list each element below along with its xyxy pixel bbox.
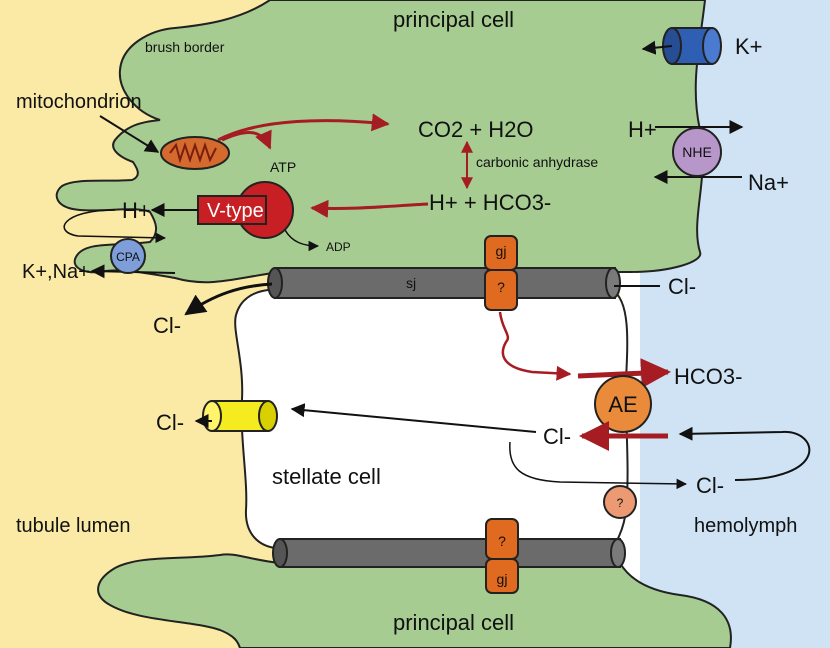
stellate-cell xyxy=(234,289,629,549)
k-channel xyxy=(662,27,722,65)
principal-cell-top-label: principal cell xyxy=(393,7,514,32)
hco3-efflux-arrow xyxy=(577,358,671,389)
hco3-minus-label: HCO3- xyxy=(674,364,742,389)
co2-h2o-label: CO2 + H2O xyxy=(418,117,534,142)
unknown-transporter-label: ? xyxy=(617,496,624,510)
carbonic-anhydrase-label: carbonic anhydrase xyxy=(476,154,598,170)
atp-label: ATP xyxy=(270,159,296,175)
hemolymph-label: hemolymph xyxy=(694,515,797,537)
gap-junction-top xyxy=(484,235,518,311)
h-recycle-arrow xyxy=(63,209,167,244)
stellate-cell-label: stellate cell xyxy=(272,464,381,489)
cl-minus-stellate: Cl- xyxy=(543,424,571,449)
adp-label: ADP xyxy=(326,240,351,254)
cl-minus-lumen-top: Cl- xyxy=(153,313,181,338)
nhe-transporter xyxy=(672,127,722,177)
mito-to-atp-arrow xyxy=(221,129,272,150)
h-plus-nhe-label: H+ xyxy=(628,117,657,142)
sj-label: sj xyxy=(406,275,416,291)
h-plus-pump-label: H+ xyxy=(122,198,151,223)
h-to-vtype-arrow xyxy=(310,199,429,218)
k-efflux-arrow xyxy=(641,40,673,55)
na-plus-label: Na+ xyxy=(748,170,789,195)
h-hco3-label: H+ + HCO3- xyxy=(429,190,551,215)
tubule-lumen-label: tubule lumen xyxy=(16,515,131,537)
k-plus-label: K+ xyxy=(735,34,763,59)
nhe-label: NHE xyxy=(682,144,712,160)
cl-minus-hemolymph-bottom: Cl- xyxy=(696,473,724,498)
mitochondrion-organelle xyxy=(160,136,230,170)
unknown-cl-transporter xyxy=(603,485,637,519)
gj-to-ae-arrow xyxy=(498,311,572,381)
cpa-transporter xyxy=(110,238,146,274)
ae-exchanger xyxy=(594,375,652,433)
septate-junction-top xyxy=(267,267,621,299)
gj-bottom-label: gj xyxy=(497,571,508,587)
cl-paracellular-out-arrow xyxy=(184,282,273,316)
gj-top-label: gj xyxy=(496,243,507,259)
ae-label: AE xyxy=(608,392,637,417)
q-top-label: ? xyxy=(497,279,505,295)
brush-border-label: brush border xyxy=(145,39,225,55)
mitochondrion-pointer xyxy=(99,115,160,153)
k-na-label: K+,Na+ xyxy=(22,261,90,283)
v-type-label: V-type xyxy=(207,200,264,222)
cl-minus-hemolymph-top: Cl- xyxy=(668,274,696,299)
cpa-label: CPA xyxy=(116,250,140,264)
cl-hemolymph-loop xyxy=(678,426,811,481)
mito-to-co2-arrow xyxy=(217,113,390,142)
principal-cell-bottom xyxy=(97,553,732,648)
septate-junction-bottom xyxy=(272,538,626,568)
principal-cell-bottom-label: principal cell xyxy=(393,610,514,635)
cl-to-channel-arrow xyxy=(290,403,537,433)
mitochondrion-label: mitochondrion xyxy=(16,91,142,113)
q-bottom-label: ? xyxy=(498,533,506,549)
cl-channel-yellow xyxy=(202,400,278,432)
gap-junction-bottom xyxy=(485,518,519,594)
adp-arrow xyxy=(284,229,320,252)
cl-minus-lumen-bottom: Cl- xyxy=(156,410,184,435)
cl-to-transporter-arrow xyxy=(509,441,688,490)
